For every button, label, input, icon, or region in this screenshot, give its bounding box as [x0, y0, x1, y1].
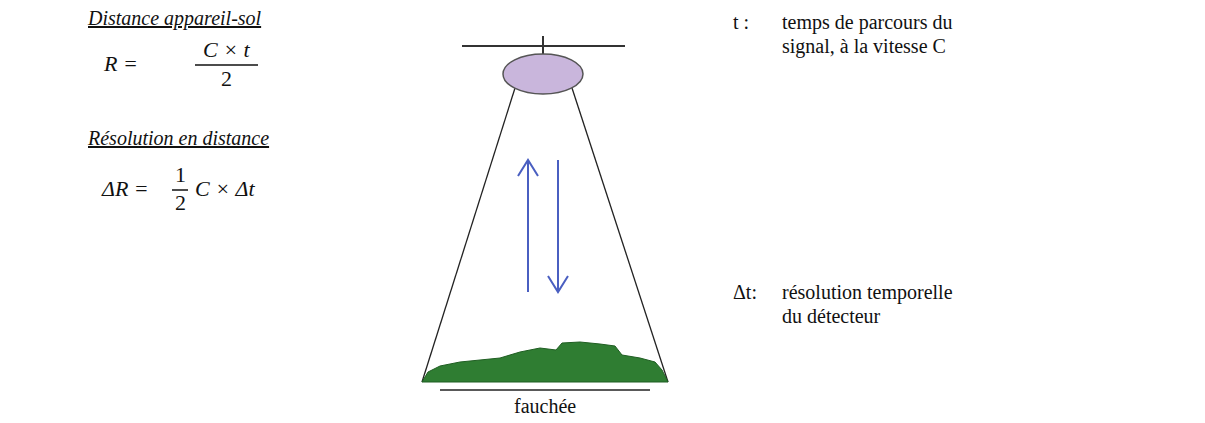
aircraft-body — [503, 54, 583, 94]
terrain — [422, 342, 668, 382]
fraction-bar — [195, 64, 258, 66]
beam-edge — [422, 88, 515, 382]
symbol-label: t : — [733, 10, 749, 34]
formula-numerator: 1 — [175, 163, 186, 187]
section-heading: Distance appareil-sol — [88, 6, 261, 30]
swath-label: fauchée — [514, 394, 576, 418]
formula-numerator: C × t — [203, 38, 250, 62]
signal-arrows — [518, 160, 568, 292]
formula-denominator: 2 — [175, 191, 186, 215]
formula-denominator: 2 — [221, 67, 232, 91]
symbol-label: Δt: — [733, 280, 757, 304]
formula-term: C × Δt — [195, 177, 255, 201]
section-heading: Résolution en distance — [88, 126, 269, 150]
definition-text: temps de parcours du signal, à la vitess… — [782, 10, 992, 58]
formula-term: R = — [104, 52, 138, 76]
beam-edge — [572, 88, 668, 382]
swath-line — [440, 389, 650, 390]
formula-term: ΔR = — [102, 177, 149, 201]
definition-text: résolution temporelle du détecteur — [782, 280, 967, 328]
